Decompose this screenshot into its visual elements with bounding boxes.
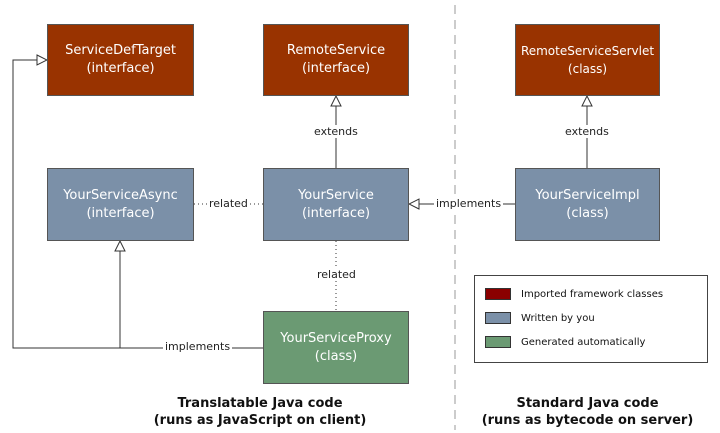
extends-label-remote: extends <box>312 125 360 138</box>
server-region-line1: Standard Java code <box>516 396 659 411</box>
remote-service-kind: (interface) <box>301 61 371 76</box>
remote-service-servlet-box: RemoteServiceServlet (class) <box>515 24 660 96</box>
remote-service-name: RemoteService <box>286 43 386 58</box>
your-service-name: YourService <box>298 187 374 203</box>
legend-item-generated: Generated automatically <box>485 336 645 348</box>
your-service-impl-box: YourServiceImpl (class) <box>515 168 660 241</box>
client-region-line1: Translatable Java code <box>177 396 343 411</box>
your-service-async-name: YourServiceAsync <box>63 187 178 203</box>
your-service-impl-kind: (class) <box>566 205 609 221</box>
edge-implements-proxy-async <box>120 241 263 349</box>
client-region-line2: (runs as JavaScript on client) <box>153 413 367 428</box>
service-def-target-kind: (interface) <box>86 61 155 76</box>
your-service-proxy-name: YourServiceProxy <box>280 330 392 346</box>
legend-label-generated: Generated automatically <box>521 336 646 348</box>
implements-label-impl: implements <box>434 197 504 210</box>
remote-service-box: RemoteService (interface) <box>263 24 409 96</box>
server-region-caption: Standard Java code (runs as bytecode on … <box>460 395 715 429</box>
client-region-caption: Translatable Java code (runs as JavaScri… <box>110 395 410 429</box>
remote-service-servlet-name: RemoteServiceServlet <box>520 44 655 58</box>
your-service-async-box: YourServiceAsync (interface) <box>47 168 194 241</box>
legend-swatch-generated <box>485 336 511 348</box>
implements-label-proxy: implements <box>163 340 233 353</box>
your-service-kind: (interface) <box>301 205 371 221</box>
edge-implements-proxy-target <box>12 60 120 349</box>
your-service-async-kind: (interface) <box>86 205 155 221</box>
legend-item-user: Written by you <box>485 312 595 324</box>
legend: Imported framework classes Written by yo… <box>474 275 708 363</box>
service-def-target-box: ServiceDefTarget (interface) <box>47 24 194 96</box>
legend-swatch-user <box>485 312 511 324</box>
your-service-box: YourService (interface) <box>263 168 409 241</box>
legend-label-user: Written by you <box>521 312 595 324</box>
your-service-proxy-box: YourServiceProxy (class) <box>263 311 409 384</box>
service-def-target-name: ServiceDefTarget <box>65 43 176 58</box>
related-label-proxy: related <box>315 268 358 281</box>
your-service-proxy-kind: (class) <box>314 348 358 364</box>
legend-item-framework: Imported framework classes <box>485 288 663 300</box>
your-service-impl-name: YourServiceImpl <box>535 187 640 203</box>
remote-service-servlet-kind: (class) <box>567 62 608 76</box>
related-label-async: related <box>207 197 250 210</box>
legend-label-framework: Imported framework classes <box>521 288 664 300</box>
server-region-line2: (runs as bytecode on server) <box>481 413 694 428</box>
extends-label-servlet: extends <box>563 125 611 138</box>
legend-swatch-framework <box>485 288 511 300</box>
